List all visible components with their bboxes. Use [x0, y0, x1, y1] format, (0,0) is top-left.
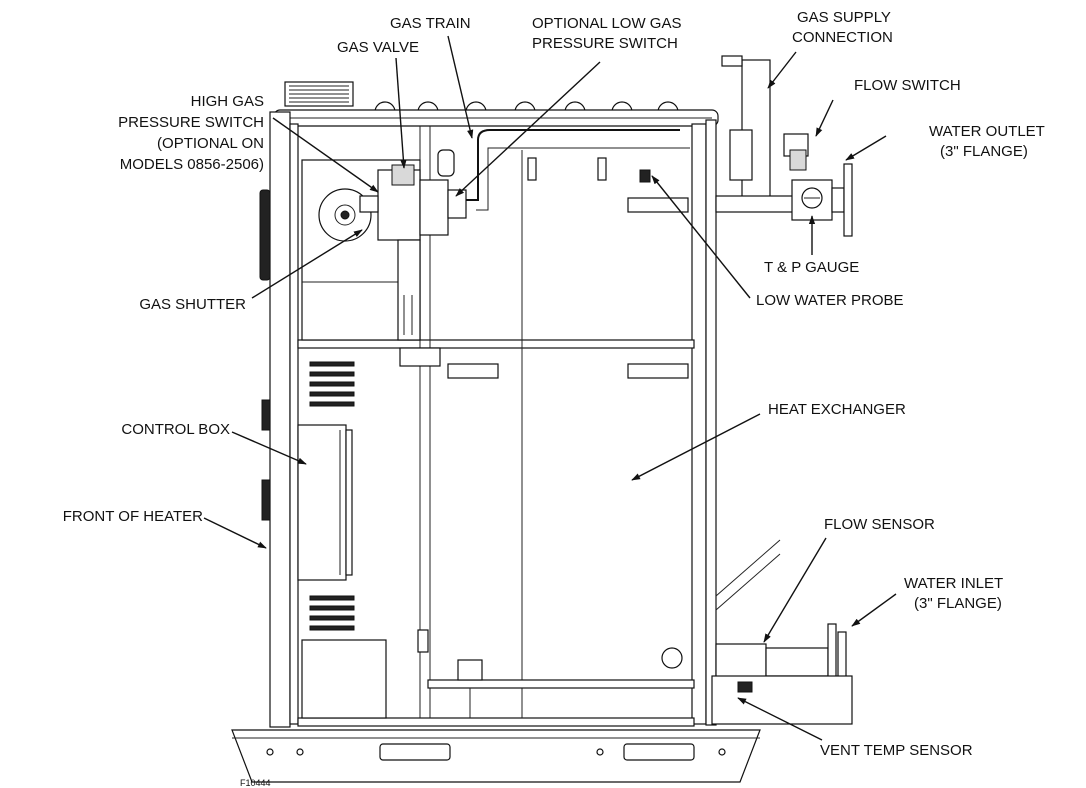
label-water-outlet-1: WATER OUTLET: [929, 123, 1045, 140]
label-front-of-heater: FRONT OF HEATER: [63, 508, 203, 525]
label-high-gas-4: MODELS 0856-2506): [120, 156, 264, 173]
outlet-piping: [715, 55, 853, 237]
label-water-inlet-1: WATER INLET: [904, 575, 1003, 592]
label-high-gas-2: PRESSURE SWITCH: [118, 114, 264, 131]
label-vent-temp-sensor: VENT TEMP SENSOR: [820, 742, 973, 759]
label-optional-low-gas-1: OPTIONAL LOW GAS: [532, 15, 681, 32]
label-control-box: CONTROL BOX: [121, 421, 230, 438]
label-high-gas-1: HIGH GAS: [191, 93, 264, 110]
leader-lines: [203, 35, 897, 741]
label-optional-low-gas-2: PRESSURE SWITCH: [532, 35, 678, 52]
label-flow-switch: FLOW SWITCH: [854, 77, 961, 94]
label-gas-supply-1: GAS SUPPLY: [797, 9, 891, 26]
label-high-gas-3: (OPTIONAL ON: [157, 135, 264, 152]
label-tp-gauge: T & P GAUGE: [764, 259, 859, 276]
figure-id: F10444: [240, 778, 271, 788]
label-gas-supply-2: CONNECTION: [792, 29, 893, 46]
inlet-piping: [711, 539, 853, 725]
label-gas-shutter: GAS SHUTTER: [139, 296, 246, 313]
label-flow-sensor: FLOW SENSOR: [824, 516, 935, 533]
label-low-water-probe: LOW WATER PROBE: [756, 292, 904, 309]
label-water-outlet-2: (3" FLANGE): [940, 143, 1028, 160]
label-heat-exchanger: HEAT EXCHANGER: [768, 401, 906, 418]
label-gas-train: GAS TRAIN: [390, 15, 471, 32]
label-gas-valve: GAS VALVE: [337, 39, 419, 56]
heater-cabinet: [231, 81, 761, 783]
label-water-inlet-2: (3" FLANGE): [914, 595, 1002, 612]
